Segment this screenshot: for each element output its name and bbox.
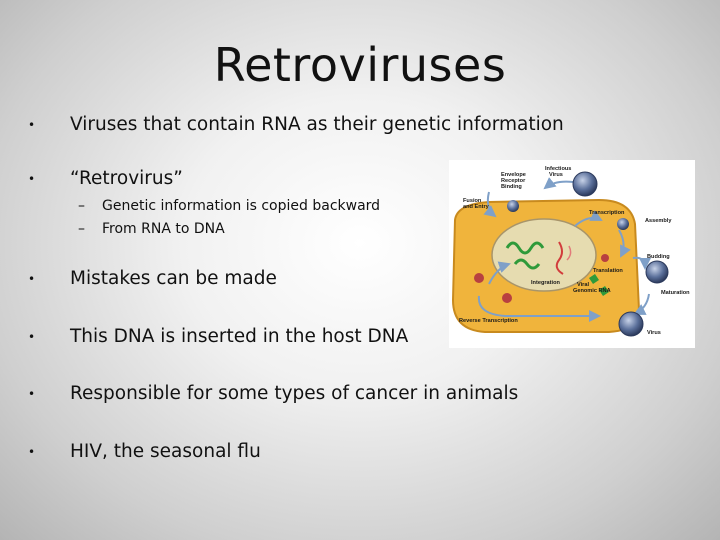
bullet-dna-inserted: • This DNA is inserted in the host DNA [28, 326, 408, 347]
host-dna [505, 241, 545, 255]
bullet-marker: • [28, 387, 36, 401]
arrow-transcription [574, 210, 603, 227]
bullet-retrovirus: • “Retrovirus” [28, 168, 183, 189]
bullet-text: This DNA is inserted in the host DNA [70, 326, 409, 347]
arrow-assembly [618, 229, 631, 258]
virus-core-icon [502, 293, 512, 303]
viral-rna-strand-2 [566, 245, 572, 261]
arrow-budding [632, 256, 651, 270]
budding-virus-particle [645, 260, 669, 284]
label-assembly: Assembly [645, 218, 672, 224]
assembly-virus-particle [617, 218, 629, 230]
bullet-text: HIV, the seasonal flu [70, 441, 261, 462]
virus-core-icon [474, 273, 484, 283]
viral-rna-strand [555, 241, 564, 275]
arrow-from-infectious [543, 177, 574, 190]
infectious-virus-particle [572, 171, 598, 197]
sub-bullet-marker: – [78, 221, 85, 237]
bullet-marker: • [28, 172, 36, 186]
protein-icon [589, 274, 599, 284]
mature-virus-particle [618, 311, 644, 337]
bullet-text: Responsible for some types of cancer in … [70, 383, 519, 404]
arrow-reverse-transcription [477, 295, 601, 322]
bullet-marker: • [28, 118, 36, 132]
label-virus: Virus [647, 330, 661, 336]
virus-core-icon [601, 254, 609, 262]
bullet-text: “Retrovirus” [70, 168, 183, 189]
sub-bullet-text: Genetic information is copied backward [102, 198, 381, 214]
bullet-text: Mistakes can be made [70, 268, 277, 289]
bullet-mistakes: • Mistakes can be made [28, 268, 277, 289]
bullet-text: Viruses that contain RNA as their geneti… [70, 114, 564, 135]
slide-title: Retroviruses [213, 38, 507, 92]
protein-icon [599, 286, 609, 296]
label-integration: Integration [531, 280, 560, 286]
bullet-cancer: • Responsible for some types of cancer in… [28, 383, 518, 404]
bullet-marker: • [28, 272, 36, 286]
bullet-marker: • [28, 330, 36, 344]
arrow-maturation [633, 293, 650, 315]
sub-bullet-rna-to-dna: – From RNA to DNA [78, 221, 225, 237]
nucleus [491, 218, 597, 292]
label-reverse-transcription: Reverse Transcription [459, 318, 518, 324]
virus-particle [507, 200, 519, 212]
bullet-rna-viruses: • Viruses that contain RNA as their genet… [28, 114, 564, 135]
sub-bullet-marker: – [78, 198, 85, 214]
label-transcription: Transcription [589, 210, 625, 216]
sub-bullet-text: From RNA to DNA [102, 221, 225, 237]
arrow-entry [483, 191, 497, 218]
bullet-marker: • [28, 445, 36, 459]
sub-bullet-copied-backward: – Genetic information is copied backward [78, 198, 380, 214]
label-maturation: Maturation [661, 290, 690, 296]
label-budding: Budding [647, 254, 670, 260]
label-translation: Translation [593, 268, 623, 274]
host-dna-2 [513, 258, 541, 270]
bullet-examples: • HIV, the seasonal flu [28, 441, 261, 462]
arrow-integration [488, 261, 511, 285]
